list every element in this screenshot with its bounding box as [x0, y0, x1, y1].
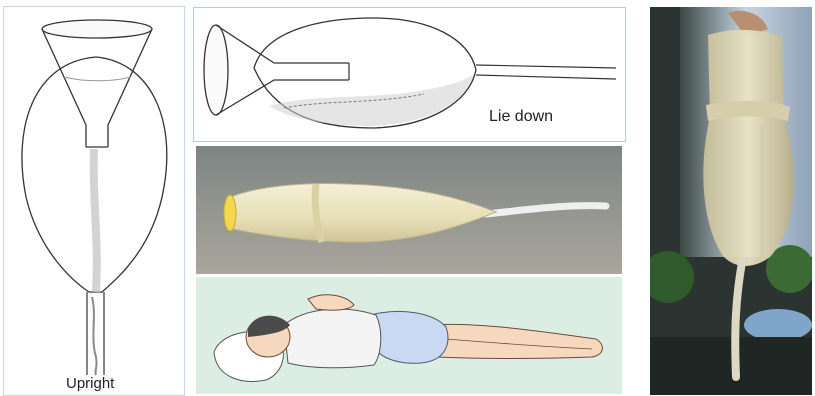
person-lying-illustration [196, 277, 622, 394]
shirt [284, 309, 381, 368]
tube-liquid [92, 297, 97, 375]
device-photo [196, 146, 622, 274]
funnel-rim [42, 20, 152, 38]
table-surface [650, 337, 812, 395]
outlet-tube-bottom [476, 75, 616, 79]
hanging-balloon-photo [650, 7, 812, 395]
funnel-cone [42, 29, 152, 147]
upright-diagram-panel: Upright [3, 6, 185, 396]
liquid-pool [269, 74, 474, 126]
device-photo-panel [196, 146, 622, 274]
hanging-balloon-photo-panel [650, 7, 812, 395]
liquid-level [64, 77, 131, 81]
upright-diagram [4, 7, 184, 395]
lie-down-diagram-panel: Lie down [193, 7, 626, 142]
funnel-rim [204, 25, 228, 115]
upright-caption: Upright [66, 375, 114, 392]
person-illustration-panel [196, 277, 622, 394]
hanging-balloon [703, 30, 794, 266]
outlet-tube-top [476, 65, 616, 68]
lie-down-caption: Lie down [489, 108, 553, 126]
liquid-stream [94, 149, 97, 292]
lie-down-diagram [194, 8, 625, 141]
yellow-rim [224, 195, 236, 231]
blue-bowl [744, 309, 812, 341]
